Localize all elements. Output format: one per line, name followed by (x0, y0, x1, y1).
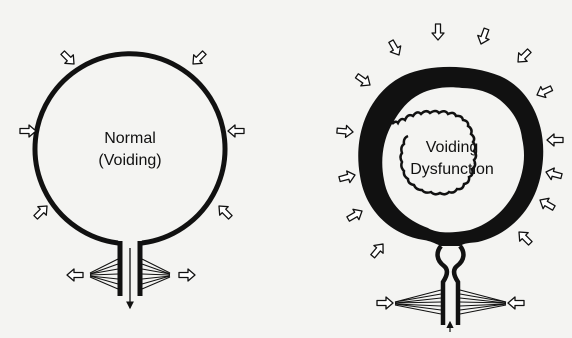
normal-bladder-wall (35, 54, 225, 243)
pressure-arrow (368, 240, 387, 260)
sphincter-fan-right (142, 259, 170, 289)
normal-bladder-diagram: Normal (Voiding) (20, 48, 244, 308)
pressure-arrow (215, 202, 235, 222)
pressure-arrow (514, 46, 534, 66)
squeeze-arrow-right (508, 297, 524, 309)
outward-arrow-left (67, 269, 83, 281)
pressure-arrow (228, 125, 244, 137)
pressure-arrow (515, 228, 535, 248)
pressure-arrow (534, 83, 554, 101)
sphincter-fan-right (460, 290, 506, 314)
pressure-arrow (58, 48, 78, 68)
narrowed-urethra (438, 246, 464, 325)
sphincter-fan-left (395, 290, 441, 314)
pressure-arrow (338, 169, 357, 185)
pressure-arrow (432, 24, 444, 40)
pressure-arrow (547, 134, 563, 146)
dysfunction-label-line1: Voiding (426, 139, 479, 156)
pressure-arrow (544, 166, 563, 182)
dysfunction-bladder-diagram: Voiding Dysfunction (337, 24, 563, 332)
pressure-arrow (537, 195, 557, 213)
pressure-arrow (386, 38, 404, 58)
outward-arrow-right (179, 269, 195, 281)
dysfunction-label-line2: Dysfunction (410, 161, 494, 178)
pressure-arrow (337, 125, 354, 138)
pressure-arrow (31, 202, 51, 222)
pressure-arrow (353, 71, 373, 90)
normal-label-line1: Normal (104, 130, 156, 147)
sphincter-fan-left (90, 259, 118, 289)
squeeze-arrow-left (377, 297, 393, 309)
pressure-arrow (475, 27, 492, 46)
normal-label-line2: (Voiding) (98, 152, 161, 169)
pressure-arrow (189, 48, 209, 68)
pressure-arrow (345, 206, 365, 224)
thickened-bladder-wall (358, 67, 543, 246)
